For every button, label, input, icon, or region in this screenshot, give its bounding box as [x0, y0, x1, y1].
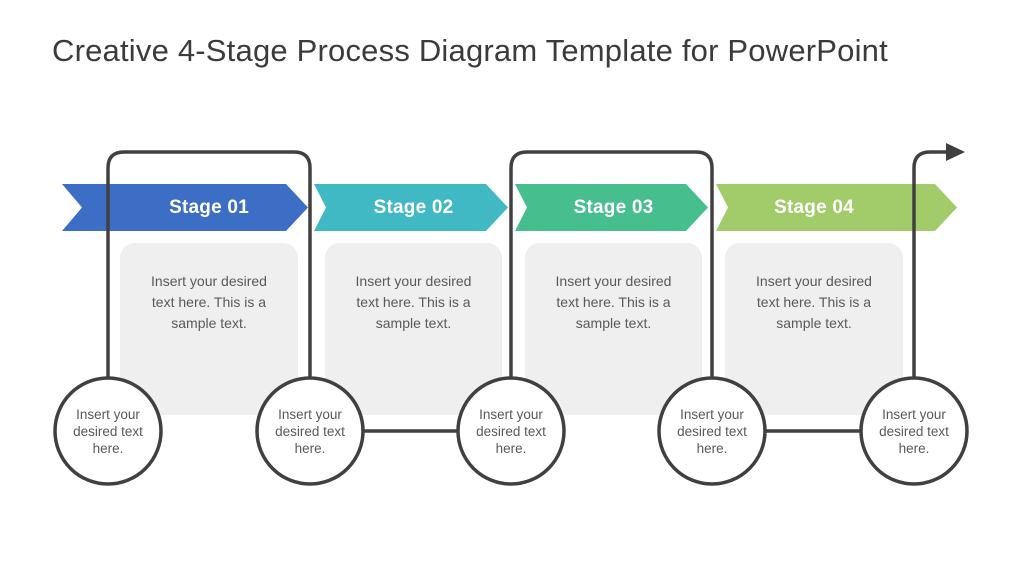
circle-5-text: Insert your desired text here. [879, 406, 949, 456]
bracket-connector-2 [509, 150, 714, 434]
stage-4-body-text: Insert your desired text here. This is a… [756, 273, 872, 331]
text-box-stage-4 [725, 243, 903, 415]
milestone-circle-4 [657, 376, 767, 486]
page-title: Creative 4-Stage Process Diagram Templat… [52, 33, 888, 68]
flow-end-line [912, 150, 947, 434]
banner-arrow-stage-2 [314, 184, 508, 231]
milestone-circle-3 [456, 376, 566, 486]
stage-1-label: Stage 01 [169, 196, 249, 218]
text-box-stage-2 [325, 243, 502, 415]
stage-2-body-text: Insert your desired text here. This is a… [355, 273, 472, 331]
stage-4-label: Stage 04 [774, 196, 854, 218]
text-box-stage-3 [525, 243, 702, 415]
circle-1-text: Insert your desired text here. [73, 406, 143, 456]
stage-3-body-text: Insert your desired text here. This is a… [555, 273, 672, 331]
banner-arrow-stage-3 [515, 184, 708, 231]
flow-end-arrowhead-icon [946, 143, 965, 161]
stage-3-label: Stage 03 [573, 196, 654, 218]
circle-4-text: Insert your desired text here. [677, 406, 747, 456]
banner-arrow-stage-4 [716, 184, 957, 231]
text-box-stage-1 [120, 243, 298, 415]
circle-3-text: Insert your desired text here. [476, 406, 546, 456]
banner-arrow-stage-1 [62, 184, 308, 231]
stage-2-label: Stage 02 [373, 196, 454, 218]
bracket-connector-1 [106, 150, 312, 434]
stage-1-body-text: Insert your desired text here. This is a… [151, 273, 267, 331]
milestone-circle-2 [255, 376, 365, 486]
milestone-circle-1 [53, 376, 163, 486]
circle-2-text: Insert your desired text here. [275, 406, 345, 456]
milestone-circle-5 [859, 376, 969, 486]
